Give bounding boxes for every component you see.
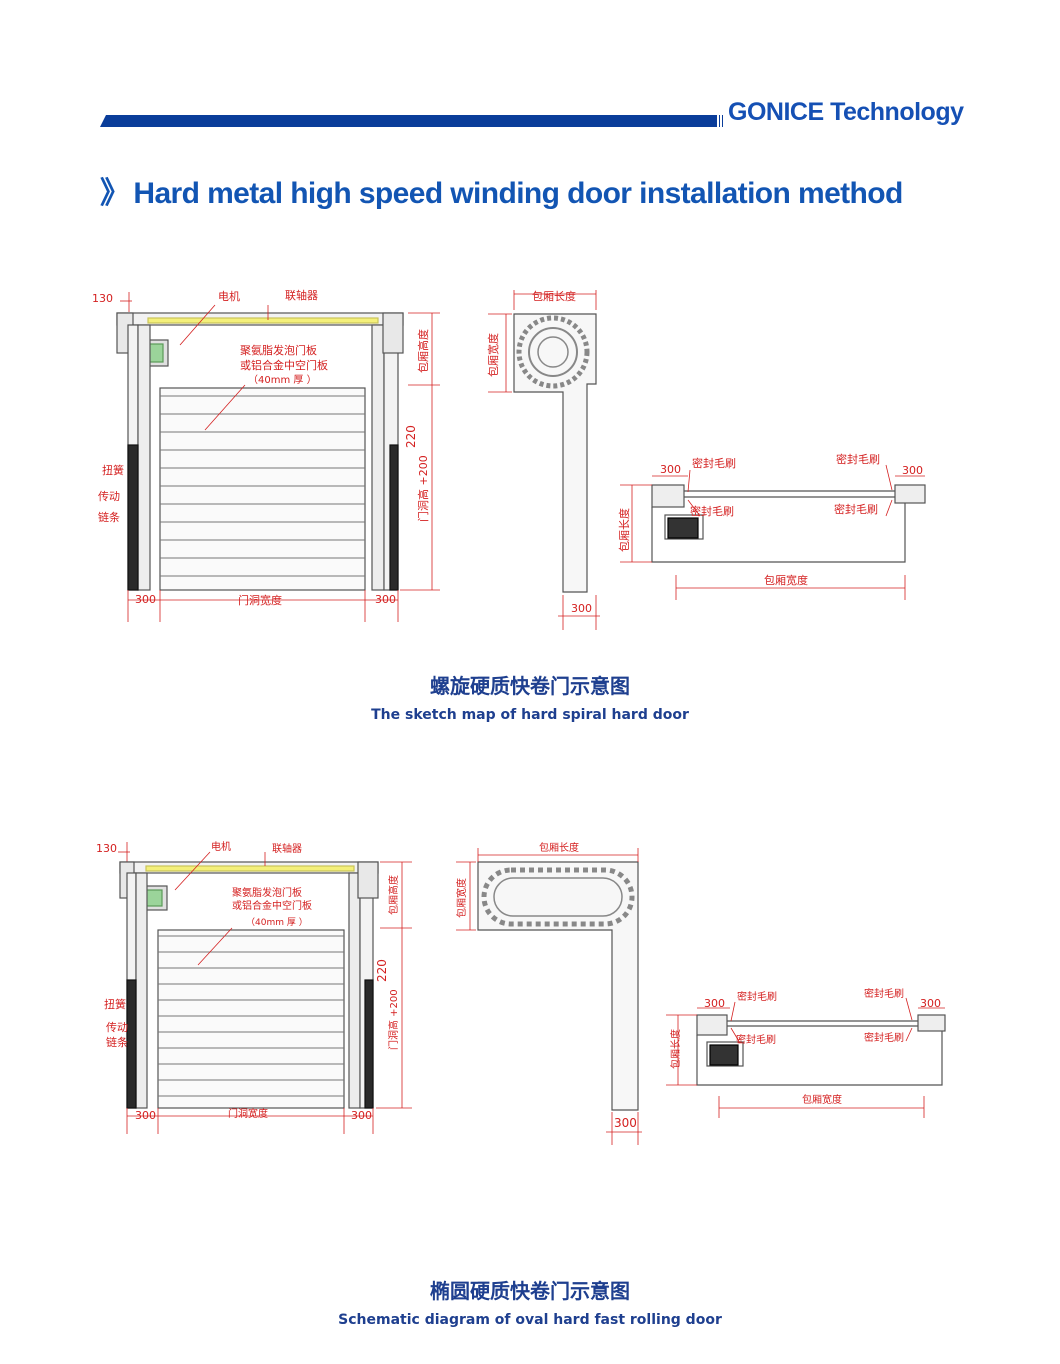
panel-label: 或铝合金中空门板 — [232, 899, 312, 912]
brush-label: 密封毛刷 — [692, 456, 736, 470]
box-width-label: 包厢宽度 — [486, 333, 500, 377]
panel-label: （40mm 厚 ） — [248, 374, 317, 386]
box-height-label: 包厢高度 — [416, 329, 430, 373]
dim-label: 220 — [404, 425, 418, 448]
door-height-label: 门洞高 +200 — [387, 989, 400, 1050]
oval-front-dimensions — [126, 851, 412, 1134]
box-width-label: 包厢宽度 — [455, 878, 468, 918]
spiral-front-elevation — [116, 292, 404, 591]
coupling-label: 联轴器 — [285, 288, 318, 302]
diagram-caption-en: Schematic diagram of oval hard fast roll… — [338, 1312, 722, 1328]
oval-plan-labels: 300 300 密封毛刷 密封毛刷 密封毛刷 密封毛刷 包厢长度 包厢宽度 — [669, 987, 941, 1106]
spiral-front-labels: 130 电机 联轴器 聚氨脂发泡门板 或铝合金中空门板 （40mm 厚 ） 扭簧… — [92, 288, 430, 607]
opening-width-label: 门洞宽度 — [238, 593, 282, 607]
box-length-label: 包厢长度 — [532, 289, 576, 303]
spiral-plan-section — [620, 464, 926, 600]
spiral-plan-labels: 300 300 密封毛刷 密封毛刷 密封毛刷 密封毛刷 包厢长度 包厢宽度 — [617, 452, 923, 587]
dim-label: 300 — [920, 997, 941, 1010]
panel-label: 或铝合金中空门板 — [240, 358, 328, 372]
dim-label: 300 — [571, 602, 592, 615]
spring-label: 扭簧 — [104, 997, 126, 1011]
chain-label: 链条 — [106, 1035, 128, 1049]
oval-door-slats — [158, 935, 344, 1097]
spiral-side-section — [488, 290, 600, 630]
door-height-label: 门洞高 +200 — [416, 455, 430, 522]
opening-width-label: 门洞宽度 — [228, 1107, 268, 1120]
brush-label: 密封毛刷 — [864, 1031, 904, 1044]
spring-label: 扭簧 — [102, 463, 124, 477]
dim-label: 300 — [902, 464, 923, 477]
oval-front-labels: 130 电机 联轴器 聚氨脂发泡门板 或铝合金中空门板 （40mm 厚 ） 扭簧… — [96, 840, 400, 1122]
spiral-side-labels: 包厢长度 包厢宽度 300 — [486, 289, 592, 615]
plan-box-width-label: 包厢宽度 — [802, 1093, 842, 1106]
dim-label: 220 — [375, 959, 389, 982]
diagram-caption-cn: 螺旋硬质快卷门示意图 — [430, 674, 630, 698]
spiral-front-dimensions — [127, 304, 440, 622]
oval-front-elevation — [118, 842, 379, 1109]
dim-label: 300 — [704, 997, 725, 1010]
dim-label: 300 — [614, 1116, 637, 1130]
dim-label: 130 — [96, 842, 117, 855]
header-rule — [100, 115, 716, 127]
box-height-label: 包厢高度 — [387, 875, 400, 915]
chain-label: 链条 — [98, 510, 120, 524]
page-title: 》Hard metal high speed winding door inst… — [100, 168, 903, 212]
dim-label: 300 — [351, 1109, 372, 1122]
panel-label: 聚氨脂发泡门板 — [232, 886, 302, 899]
oval-side-labels: 包厢长度 包厢宽度 300 — [455, 841, 637, 1130]
motor-label: 电机 — [218, 289, 240, 303]
dim-label: 300 — [375, 593, 396, 606]
drive-label: 传动 — [106, 1021, 128, 1034]
panel-label: （40mm 厚 ） — [246, 917, 308, 928]
motor-label: 电机 — [211, 840, 231, 853]
page-title-text: Hard metal high speed winding door insta… — [133, 177, 903, 210]
brush-label: 密封毛刷 — [690, 504, 734, 518]
box-length-label: 包厢长度 — [539, 841, 579, 854]
spiral-door-slats — [160, 395, 365, 577]
panel-label: 聚氨脂发泡门板 — [240, 343, 317, 357]
brand-name: GONICE Technology — [728, 98, 964, 126]
brush-label: 密封毛刷 — [736, 1033, 776, 1046]
dim-label: 130 — [92, 292, 113, 305]
dim-label: 300 — [660, 463, 681, 476]
diagram-caption-en: The sketch map of hard spiral hard door — [371, 707, 689, 723]
oval-plan-section — [666, 997, 946, 1118]
header-rule-ticks — [715, 115, 725, 127]
title-marker-icon: 》 — [100, 177, 130, 210]
brush-label: 密封毛刷 — [737, 990, 777, 1003]
dim-label: 300 — [135, 1109, 156, 1122]
brush-label: 密封毛刷 — [836, 452, 880, 466]
dim-label: 300 — [135, 593, 156, 606]
oval-side-section — [456, 848, 642, 1145]
plan-box-length-label: 包厢长度 — [617, 508, 631, 552]
diagram-caption-cn: 椭圆硬质快卷门示意图 — [430, 1279, 630, 1303]
plan-box-width-label: 包厢宽度 — [764, 573, 808, 587]
brush-label: 密封毛刷 — [834, 502, 878, 516]
plan-box-length-label: 包厢长度 — [669, 1029, 682, 1069]
drive-label: 传动 — [98, 490, 120, 503]
coupling-label: 联轴器 — [272, 842, 302, 855]
brush-label: 密封毛刷 — [864, 987, 904, 1000]
